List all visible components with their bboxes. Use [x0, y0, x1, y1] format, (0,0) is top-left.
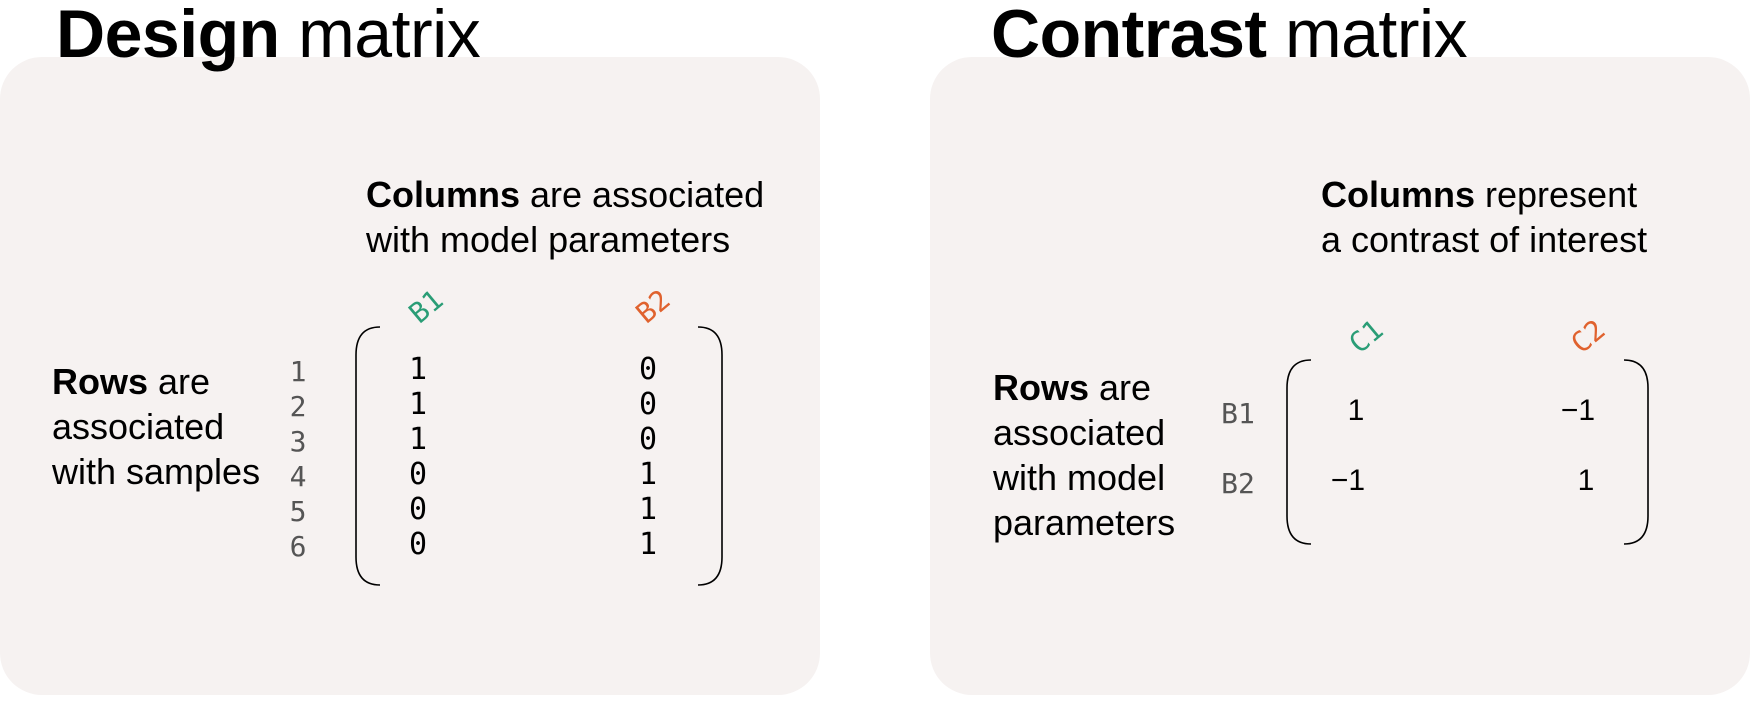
design-cell: 1 [408, 352, 428, 387]
design-title-bold: Design [56, 0, 280, 72]
design-cell: 1 [408, 387, 428, 422]
contrast-right-bracket [1623, 359, 1649, 545]
design-left-bracket [355, 326, 381, 586]
design-cell: 0 [408, 527, 428, 562]
contrast-row-label: B1 [1221, 397, 1255, 430]
design-row-label: 5 [289, 495, 307, 528]
design-cell: 0 [408, 492, 428, 527]
contrast-rows-bold: Rows [993, 367, 1090, 408]
design-cell: 1 [638, 492, 658, 527]
design-cell: 0 [638, 422, 658, 457]
design-rows-line3: with samples [52, 451, 261, 492]
contrast-matrix-panel [930, 57, 1750, 695]
contrast-columns-line1: represent [1475, 174, 1638, 215]
contrast-cell: 1 [1347, 394, 1365, 427]
design-cell: 1 [638, 527, 658, 562]
contrast-rows-caption: Rows are associated with model parameter… [993, 365, 1175, 545]
design-row-label: 6 [289, 530, 307, 563]
contrast-rows-line3: with model [993, 457, 1166, 498]
design-row-label: 3 [289, 425, 307, 458]
contrast-left-bracket [1286, 359, 1312, 545]
design-matrix-title: Design matrix [56, 0, 481, 72]
design-cell: 1 [638, 457, 658, 492]
contrast-cell: −1 [1330, 464, 1366, 497]
design-row-label: 4 [289, 460, 307, 493]
contrast-columns-line2: a contrast of interest [1321, 219, 1648, 260]
contrast-rows-line2: associated [993, 412, 1166, 453]
contrast-title-bold: Contrast [991, 0, 1267, 72]
design-row-label: 1 [289, 355, 307, 388]
design-rows-line1: are [148, 361, 211, 402]
design-columns-line1: are associated [520, 174, 765, 215]
contrast-matrix-title: Contrast matrix [991, 0, 1468, 72]
design-title-rest: matrix [279, 0, 481, 72]
contrast-columns-bold: Columns [1321, 174, 1476, 215]
design-columns-caption: Columns are associated with model parame… [366, 172, 764, 262]
design-cell: 0 [408, 457, 428, 492]
design-cell: 1 [408, 422, 428, 457]
design-rows-caption: Rows are associated with samples [52, 359, 260, 494]
contrast-title-rest: matrix [1266, 0, 1468, 72]
design-right-bracket [697, 326, 723, 586]
design-cell: 0 [638, 387, 658, 422]
design-rows-line2: associated [52, 406, 225, 447]
design-matrix-panel [0, 57, 820, 695]
design-row-label: 2 [289, 390, 307, 423]
design-columns-line2: with model parameters [366, 219, 731, 260]
contrast-row-label: B2 [1221, 467, 1255, 500]
contrast-cell: −1 [1560, 394, 1596, 427]
design-cell: 0 [638, 352, 658, 387]
contrast-rows-line4: parameters [993, 502, 1176, 543]
contrast-columns-caption: Columns represent a contrast of interest [1321, 172, 1647, 262]
design-columns-bold: Columns [366, 174, 521, 215]
contrast-cell: 1 [1577, 464, 1595, 497]
design-rows-bold: Rows [52, 361, 149, 402]
contrast-rows-line1: are [1089, 367, 1152, 408]
